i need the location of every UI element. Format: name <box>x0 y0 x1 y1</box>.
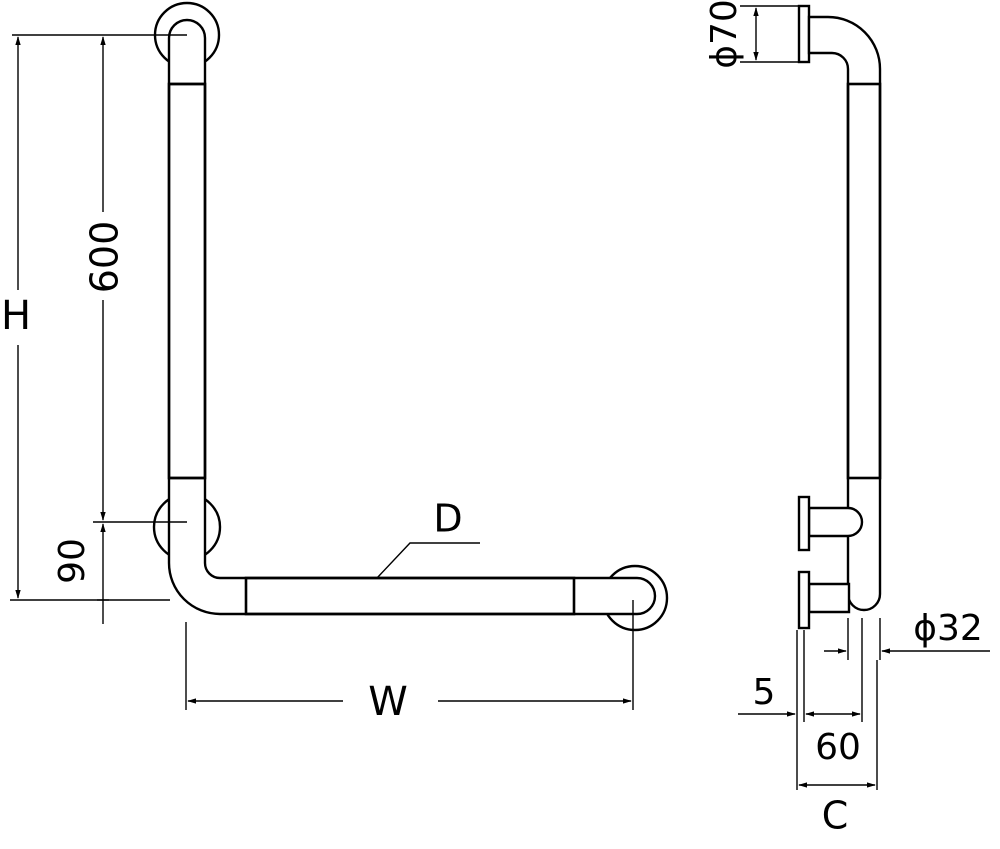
phi70-label: ϕ70 <box>704 0 745 69</box>
side-middle-flange <box>797 495 811 552</box>
w-label: W <box>368 679 408 725</box>
side-grip <box>846 82 882 480</box>
5-label: 5 <box>753 672 776 713</box>
60-label: 60 <box>815 727 861 768</box>
l-bar-outline <box>167 18 657 616</box>
90-label: 90 <box>52 538 93 584</box>
side-bottom-flange <box>797 570 811 630</box>
front-view: H 600 90 W D <box>1 1 669 725</box>
d-label: D <box>433 497 462 541</box>
phi32-label: ϕ32 <box>913 608 983 649</box>
600-label: 600 <box>83 221 127 294</box>
side-bar-outline <box>807 15 882 612</box>
horizontal-grip <box>244 576 576 616</box>
vertical-grip <box>167 82 207 480</box>
c-label: C <box>822 794 849 838</box>
side-middle-stem <box>807 506 864 538</box>
h-label: H <box>1 293 31 339</box>
d-leader <box>376 542 480 579</box>
side-view: ϕ70 ϕ32 5 60 C <box>704 0 990 838</box>
side-top-flange <box>797 4 811 64</box>
side-bottom-stem <box>807 582 851 614</box>
